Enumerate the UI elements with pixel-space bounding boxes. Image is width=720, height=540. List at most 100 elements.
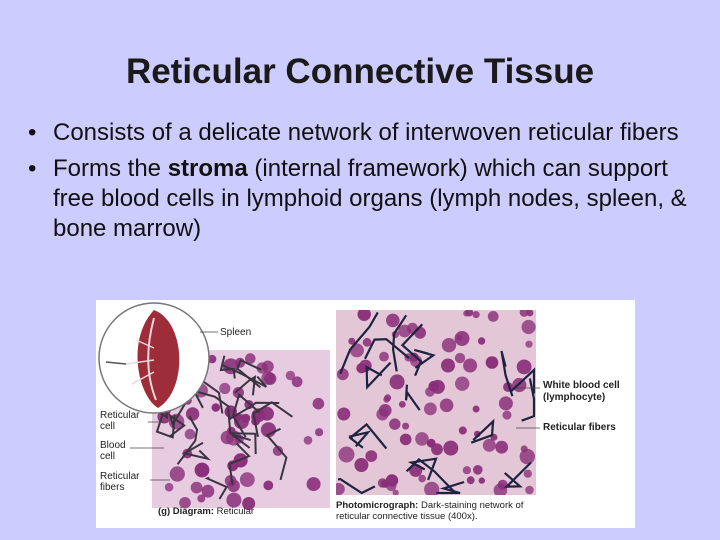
caption-left: (g) Diagram: Reticular: [158, 506, 254, 517]
tissue-cell: [399, 433, 412, 446]
tissue-cell: [259, 406, 274, 421]
reticular-fiber: [365, 361, 392, 390]
tissue-cell: [194, 462, 210, 478]
tissue-cell: [498, 396, 513, 411]
reticular-diagram: [98, 302, 330, 510]
tissue-cell: [365, 450, 378, 462]
tissue-cell: [463, 358, 478, 373]
reticular-fiber: [348, 430, 372, 448]
bullet-item: • Consists of a delicate network of inte…: [28, 118, 698, 148]
tissue-cell: [454, 352, 466, 364]
slide-title: Reticular Connective Tissue: [125, 52, 595, 91]
reticular-fiber: [521, 378, 536, 422]
bullet-text: Consists of a delicate network of interw…: [53, 119, 679, 146]
bullet-list: • Consists of a delicate network of inte…: [28, 118, 698, 250]
label-reticular-fibers-right: Reticular fibers: [543, 422, 616, 433]
tissue-cell: [456, 334, 463, 341]
label-lymphocyte: (lymphocyte): [543, 392, 606, 403]
caption-right-text: Dark-staining network of reticular conne…: [336, 500, 524, 522]
tissue-cell: [211, 403, 221, 412]
tissue-cell: [439, 398, 454, 413]
tissue-cell: [520, 445, 528, 453]
reticular-fiber: [503, 461, 532, 488]
tissue-cell: [349, 343, 364, 358]
reticular-fiber: [364, 338, 410, 360]
reticular-fiber: [339, 311, 379, 375]
tissue-cell: [164, 482, 174, 492]
reticular-fiber: [168, 413, 186, 438]
tissue-cell: [478, 477, 485, 484]
label-white-blood-cell: White blood cell: [543, 380, 620, 391]
tissue-cell: [473, 465, 483, 475]
tissue-cell: [487, 311, 499, 322]
bullet-dot: •: [28, 155, 37, 182]
tissue-cell: [466, 476, 475, 485]
tissue-cell: [169, 466, 185, 482]
tissue-cell: [458, 426, 467, 435]
tissue-cell: [338, 446, 355, 463]
tissue-cell: [497, 479, 508, 490]
reticular-fiber: [219, 355, 236, 379]
tissue-cell: [184, 428, 196, 440]
tissue-cell: [465, 310, 474, 317]
bullet-dot: •: [28, 119, 37, 146]
tissue-cell: [197, 494, 206, 503]
tissue-cell: [219, 382, 231, 395]
bullet-item: • Forms the stroma (internal framework) …: [28, 154, 698, 244]
tissue-cell: [402, 422, 410, 430]
reticular-fiber: [228, 442, 251, 485]
tissue-cell: [441, 358, 455, 373]
reticular-fiber: [413, 348, 436, 369]
tissue-cell: [392, 489, 399, 495]
reticular-fiber: [204, 476, 229, 500]
tissue-cell: [383, 396, 390, 403]
tissue-cell: [201, 484, 215, 498]
tissue-cell: [337, 407, 351, 421]
tissue-cell: [348, 337, 356, 345]
reticular-fiber: [500, 350, 514, 397]
reticular-fiber: [265, 427, 288, 481]
reticular-fiber: [228, 401, 280, 421]
bullet-text-bold: stroma: [167, 155, 248, 182]
tissue-diagram-block: [152, 350, 330, 510]
tissue-cell: [398, 324, 411, 338]
caption-left-prefix: (g): [158, 506, 171, 517]
tissue-cell: [502, 410, 512, 420]
tissue-cell: [521, 319, 536, 335]
tissue-cell: [525, 485, 534, 495]
tissue-cell: [455, 376, 470, 391]
label-blood-cell: Blood cell: [100, 440, 126, 462]
tissue-cell: [441, 338, 457, 353]
tissue-cell: [482, 438, 496, 452]
caption-right: Photomicrograph: Dark-staining network o…: [336, 500, 556, 522]
bullet-text-post: (internal framework) which can support f…: [53, 155, 687, 242]
reticular-fiber: [405, 457, 457, 494]
label-spleen: Spleen: [220, 327, 252, 338]
tissue-cell: [526, 310, 534, 317]
tissue-cell: [389, 374, 405, 390]
tissue-cell: [226, 492, 242, 508]
reticular-fiber: [227, 408, 257, 455]
photomicrograph: [336, 310, 536, 495]
tissue-cell: [398, 401, 406, 408]
reticular-fiber: [400, 323, 424, 377]
reticular-fiber: [404, 384, 421, 411]
reticular-fiber: [391, 314, 408, 372]
tissue-cell: [415, 432, 429, 446]
tissue-cell: [239, 472, 255, 487]
tissue-cell: [263, 480, 274, 491]
tissue-cell: [306, 477, 321, 492]
tissue-cell: [357, 310, 371, 321]
tissue-cell: [424, 402, 437, 416]
reticular-fiber: [252, 401, 293, 437]
label-reticular-fibers-left: Reticular fibers: [100, 471, 140, 493]
reticular-fiber: [181, 441, 211, 461]
tissue-cell: [336, 483, 345, 495]
tissue-cell: [516, 359, 532, 375]
caption-left-text: Reticular: [216, 506, 255, 517]
tissue-cell: [424, 481, 440, 495]
tissue-cell: [336, 368, 349, 381]
tissue-cell: [443, 440, 459, 456]
tissue-cell: [477, 337, 486, 345]
tissue-cell: [426, 438, 436, 448]
